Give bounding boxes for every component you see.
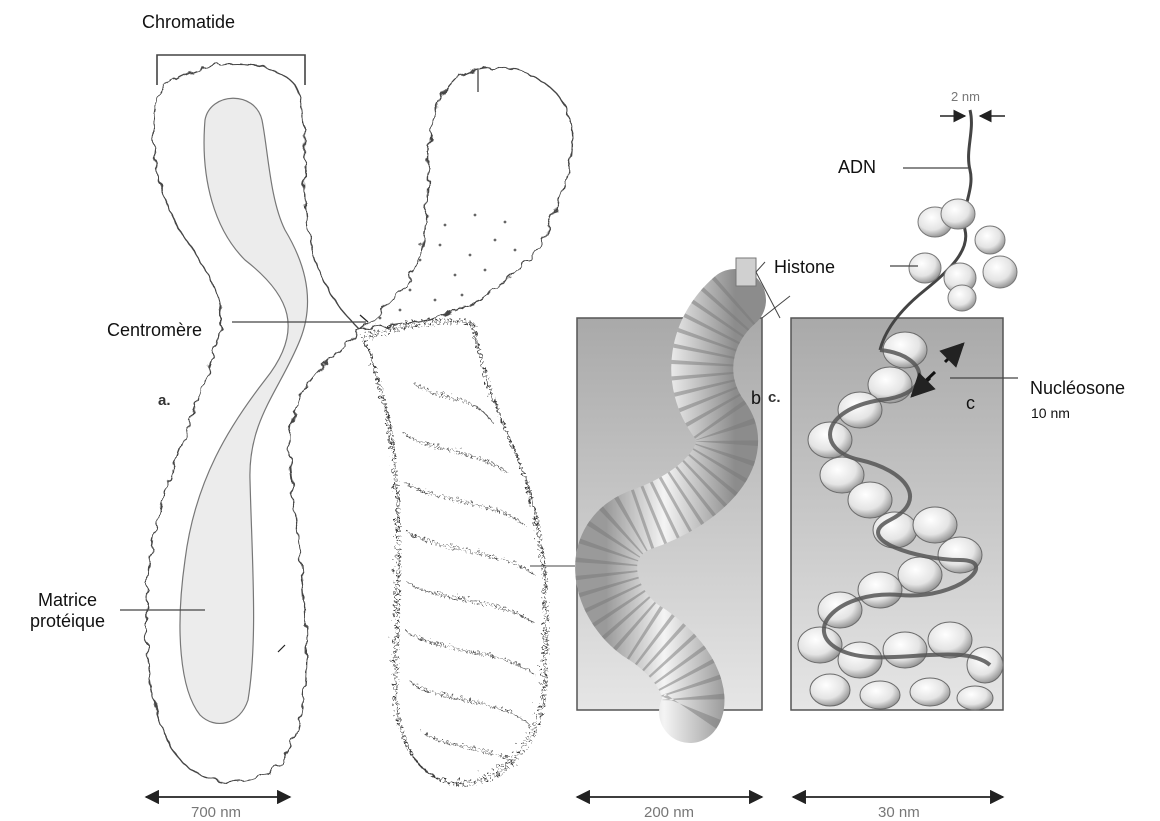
dna-width-label: 2 nm xyxy=(951,89,980,104)
chromosome-drawing xyxy=(120,55,575,782)
nucleosone-label: Nucléosone xyxy=(1030,378,1125,399)
adn-label: ADN xyxy=(838,157,876,178)
right-chromatid-upper-arm xyxy=(360,68,572,330)
nucleosome-panel xyxy=(762,110,1018,710)
panel-b-tag: b xyxy=(751,388,761,409)
panel-c-printed-tag: c. xyxy=(768,389,781,406)
scale-200nm-label: 200 nm xyxy=(644,804,694,821)
centromere-label: Centromère xyxy=(107,320,202,341)
panel-a-tag: a. xyxy=(158,392,171,409)
nucleosone-size-label: 10 nm xyxy=(1031,405,1070,421)
histone-label: Histone xyxy=(774,257,835,278)
scale-700nm-label: 700 nm xyxy=(191,804,241,821)
scale-30nm-label: 30 nm xyxy=(878,804,920,821)
matrix-label: Matrice protéique xyxy=(20,590,115,631)
fiber-panel xyxy=(577,258,780,712)
right-chromatid-lower-arm xyxy=(360,318,543,780)
histone-beads xyxy=(909,199,1017,311)
matrix-label-line2: protéique xyxy=(20,611,115,632)
matrix-label-line1: Matrice xyxy=(20,590,115,611)
panel-c-tag: c xyxy=(966,393,975,414)
chromatide-label: Chromatide xyxy=(142,12,235,33)
